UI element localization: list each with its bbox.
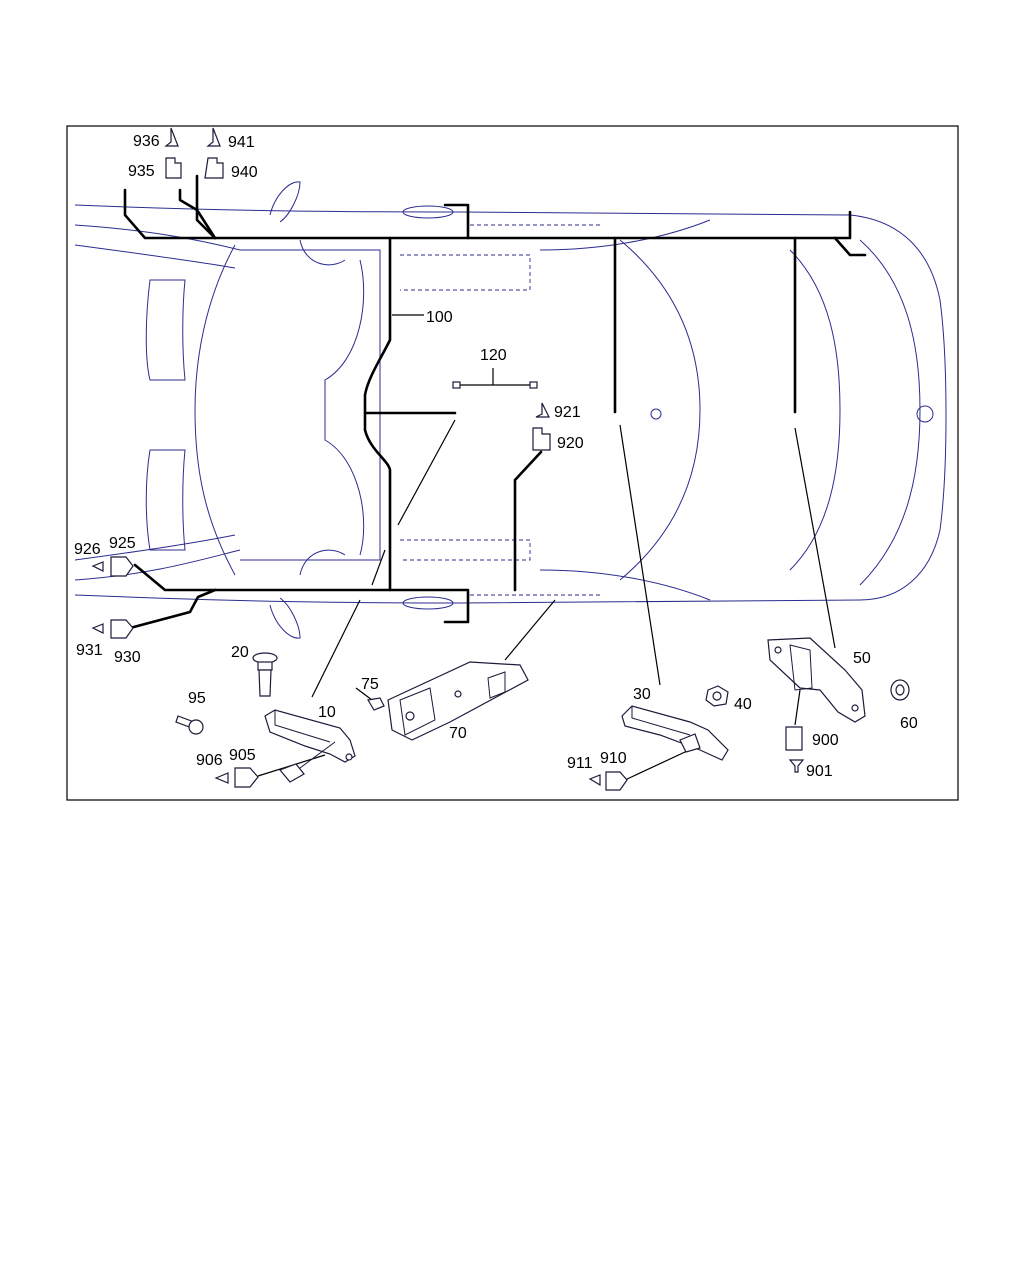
nut-40 <box>705 685 729 707</box>
pin-75 <box>355 687 385 711</box>
connector-901 <box>788 759 805 773</box>
connector-930 <box>110 619 134 639</box>
connector-940 <box>204 157 224 179</box>
callout-10: 10 <box>318 704 336 721</box>
callout-906: 906 <box>196 752 223 769</box>
screw-95 <box>175 715 204 735</box>
connector-905 <box>234 767 259 788</box>
callout-50: 50 <box>853 650 871 667</box>
callout-935: 935 <box>128 163 155 180</box>
callout-911: 911 <box>567 755 593 772</box>
callout-936: 936 <box>133 133 160 150</box>
callout-labels: 936 941 935 940 100 120 921 920 926 925 … <box>74 133 918 780</box>
diagram-frame <box>66 125 959 801</box>
bracket-10 <box>264 709 356 763</box>
callout-926: 926 <box>74 541 101 558</box>
connector-926 <box>91 561 104 572</box>
rivet-20 <box>252 652 278 697</box>
vehicle-body-outline <box>74 181 947 639</box>
wire-120 <box>452 368 538 389</box>
wire-905-harness <box>278 741 336 783</box>
callout-921: 921 <box>554 404 581 421</box>
connector-921 <box>535 402 550 418</box>
callout-905: 905 <box>229 747 256 764</box>
connector-931 <box>91 623 104 634</box>
callout-901: 901 <box>806 763 833 780</box>
callout-95: 95 <box>188 690 206 707</box>
bracket-30 <box>621 705 729 761</box>
connector-920 <box>532 427 551 451</box>
connector-936 <box>164 127 179 147</box>
callout-40: 40 <box>734 696 752 713</box>
callout-900: 900 <box>812 732 839 749</box>
callout-941: 941 <box>228 134 255 151</box>
callout-100: 100 <box>426 309 453 326</box>
callout-925: 925 <box>109 535 136 552</box>
connector-941 <box>206 127 221 147</box>
connector-910 <box>605 771 628 791</box>
callout-30: 30 <box>633 686 651 703</box>
callout-920: 920 <box>557 435 584 452</box>
grommet-60 <box>890 679 910 701</box>
callout-930: 930 <box>114 649 141 666</box>
connector-906 <box>214 772 229 784</box>
callout-931: 931 <box>76 642 103 659</box>
callout-75: 75 <box>361 676 379 693</box>
callout-940: 940 <box>231 164 258 181</box>
control-unit-70 <box>387 661 529 741</box>
wiring-harness <box>123 174 867 630</box>
callout-60: 60 <box>900 715 918 732</box>
callout-70: 70 <box>449 725 467 742</box>
bracket-50 <box>767 637 866 723</box>
connector-925 <box>110 556 134 577</box>
callout-20: 20 <box>231 644 249 661</box>
connector-900 <box>785 726 803 751</box>
connector-935 <box>165 157 182 179</box>
callout-910: 910 <box>600 750 627 767</box>
connector-911 <box>588 774 601 787</box>
callout-120: 120 <box>480 347 507 364</box>
